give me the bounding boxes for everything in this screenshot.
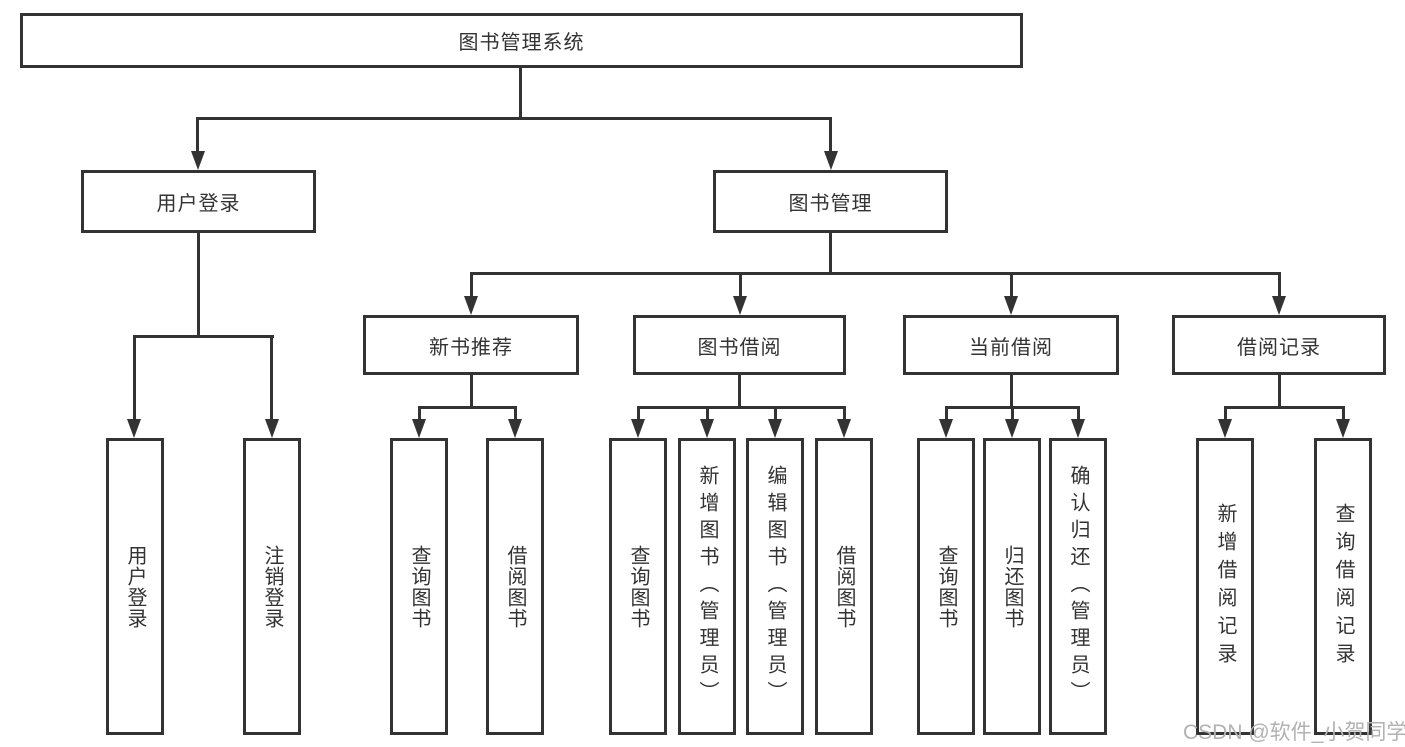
leaf-label-add-book-admin: 新增图书（管理员）: [696, 465, 718, 708]
node-label-book-management: 图书管理: [788, 193, 873, 215]
node-label-book-borrow: 图书借阅: [697, 336, 782, 359]
leaf-label-borrow-book: 借阅图书: [833, 544, 855, 629]
node-current-borrow: 当前借阅: [903, 315, 1119, 375]
connector-leaf-stem: [843, 406, 846, 420]
node-borrow-record: 借阅记录: [1172, 315, 1386, 375]
connector-level3-rail: [470, 272, 1281, 275]
leaf-query-book-borrow: 查询图书: [609, 438, 667, 735]
leaf-label-confirm-return-admin: 确认归还（管理员）: [1067, 465, 1089, 708]
connector-to-book-borrow: [739, 272, 742, 298]
connector-leaf-stem: [706, 406, 709, 420]
arrow-down-icon: [1272, 296, 1286, 315]
connector-to-current-borrow: [1010, 272, 1013, 298]
connector-borrow-record-stem: [1278, 375, 1281, 408]
leaf-label-edit-book-admin: 编辑图书（管理员）: [764, 465, 786, 708]
leaf-query-book-recommend: 查询图书: [390, 438, 448, 735]
arrow-down-icon: [837, 419, 851, 438]
arrow-down-icon: [700, 419, 714, 438]
leaf-logout: 注销登录: [243, 438, 301, 735]
arrow-down-icon: [412, 419, 426, 438]
connector-book-borrow-stem: [738, 375, 741, 408]
connector-book-mgmt-stem: [829, 233, 832, 274]
arrow-down-icon: [1336, 419, 1350, 438]
node-label-current-borrow: 当前借阅: [969, 336, 1053, 359]
arrow-down-icon: [631, 419, 645, 438]
arrow-down-icon: [733, 296, 747, 315]
connector-to-borrow-record: [1278, 272, 1281, 298]
node-label-user-login: 用户登录: [156, 193, 241, 215]
arrow-down-icon: [939, 419, 953, 438]
leaf-user-login: 用户登录: [106, 438, 164, 735]
connector-leaf-stem: [945, 406, 948, 420]
csdn-watermark: CSDN @软件_小贺同学: [1183, 721, 1405, 744]
node-new-book-recommend: 新书推荐: [363, 315, 579, 375]
arrow-down-icon: [508, 419, 522, 438]
node-label-new-book-recommend: 新书推荐: [429, 336, 513, 359]
arrow-down-icon: [824, 151, 838, 170]
node-user-login: 用户登录: [81, 170, 316, 233]
node-label-root: 图书管理系统: [458, 32, 585, 54]
node-book-borrow: 图书借阅: [633, 315, 846, 375]
leaf-label-return-book: 归还图书: [1001, 544, 1023, 629]
connector-leaf-stem: [514, 406, 517, 420]
leaf-label-logout: 注销登录: [261, 544, 283, 629]
connector-root-stem: [519, 68, 522, 119]
connector-user-login-stem: [197, 233, 200, 337]
leaf-add-borrow-record: 新增借阅记录: [1196, 438, 1254, 735]
leaf-label-user-login: 用户登录: [124, 544, 146, 629]
leaf-query-book-current: 查询图书: [917, 438, 975, 735]
node-book-management: 图书管理: [713, 170, 948, 233]
leaf-label-query-book: 查询图书: [408, 544, 430, 629]
connector-leaf-stem: [774, 406, 777, 420]
connector-to-leaf-login: [133, 335, 136, 419]
arrow-down-icon: [1218, 419, 1232, 438]
arrow-down-icon: [191, 151, 205, 170]
connector-borrow-record-rail: [1224, 406, 1344, 409]
leaf-borrow-book-recommend: 借阅图书: [486, 438, 544, 735]
leaf-label-borrow-book: 借阅图书: [504, 544, 526, 629]
connector-user-login-rail: [133, 335, 274, 338]
leaf-label-query-book: 查询图书: [627, 544, 649, 629]
arrow-down-icon: [768, 419, 782, 438]
connector-to-leaf-logout: [270, 335, 273, 419]
leaf-edit-book-admin: 编辑图书（管理员）: [746, 438, 804, 735]
leaf-confirm-return-admin: 确认归还（管理员）: [1049, 438, 1107, 735]
arrow-down-icon: [1004, 296, 1018, 315]
connector-leaf-stem: [637, 406, 640, 420]
connector-book-borrow-rail: [637, 406, 845, 409]
arrow-down-icon: [1005, 419, 1019, 438]
leaf-label-query-borrow-record: 查询借阅记录: [1332, 502, 1354, 671]
connector-leaf-stem: [1011, 406, 1014, 420]
connector-new-book-rail: [418, 406, 516, 409]
leaf-label-add-borrow-record: 新增借阅记录: [1214, 502, 1236, 671]
leaf-add-book-admin: 新增图书（管理员）: [678, 438, 736, 735]
connector-leaf-stem: [1224, 406, 1227, 420]
node-label-borrow-record: 借阅记录: [1237, 336, 1321, 359]
leaf-borrow-book: 借阅图书: [815, 438, 873, 735]
connector-level2-rail: [196, 117, 832, 120]
leaf-query-borrow-record: 查询借阅记录: [1314, 438, 1372, 735]
connector-to-new-book: [470, 272, 473, 298]
connector-leaf-stem: [1342, 406, 1345, 420]
arrow-down-icon: [127, 419, 141, 438]
connector-leaf-stem: [1077, 406, 1080, 420]
connector-new-book-stem: [470, 375, 473, 408]
leaf-label-query-book: 查询图书: [935, 544, 957, 629]
node-library-management-system: 图书管理系统: [20, 13, 1023, 68]
connector-to-user-login: [196, 117, 199, 151]
arrow-down-icon: [464, 296, 478, 315]
arrow-down-icon: [1071, 419, 1085, 438]
leaf-return-book: 归还图书: [983, 438, 1041, 735]
arrow-down-icon: [265, 419, 279, 438]
connector-current-borrow-stem: [1010, 375, 1013, 408]
connector-leaf-stem: [418, 406, 421, 420]
connector-to-book-mgmt: [829, 117, 832, 151]
